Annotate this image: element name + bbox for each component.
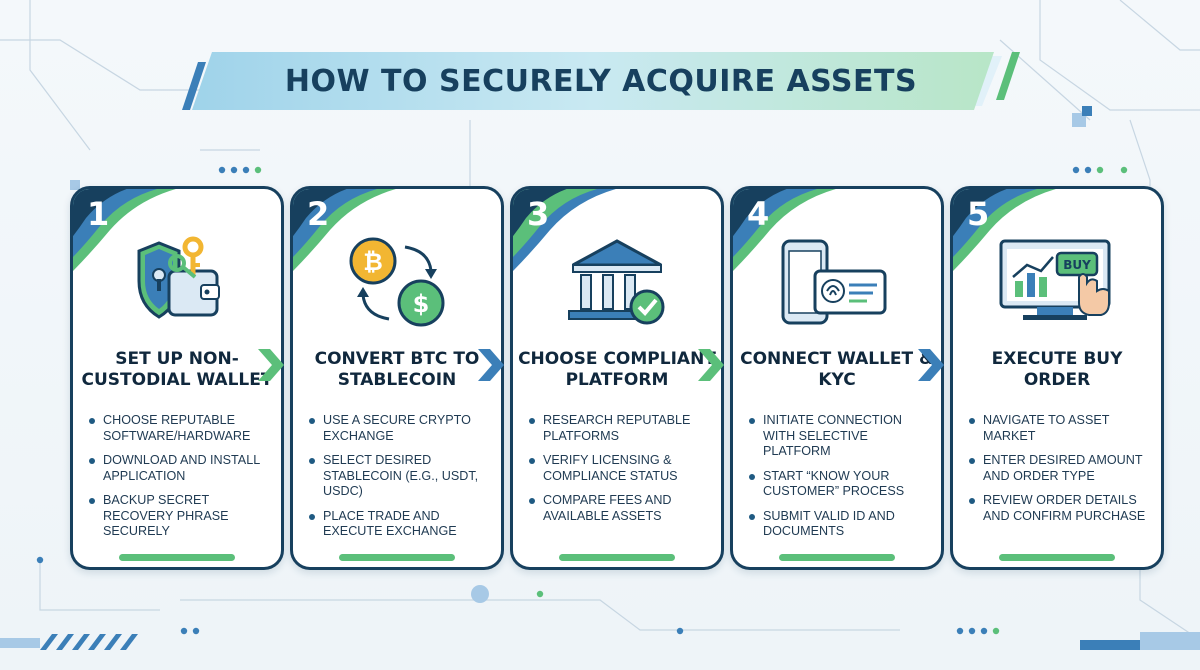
step-corner-decoration — [953, 189, 1057, 271]
step-accent-bar — [779, 554, 895, 561]
svg-text:$: $ — [413, 290, 430, 318]
svg-text:BUY: BUY — [1063, 258, 1091, 272]
step-corner-decoration — [293, 189, 397, 271]
svg-text:₿: ₿ — [363, 248, 383, 276]
step-bullet-list: NAVIGATE TO ASSET MARKET ENTER DESIRED AM… — [969, 413, 1155, 533]
step-arrow-icon — [698, 349, 724, 381]
step-bullet: DOWNLOAD AND INSTALL APPLICATION — [89, 453, 275, 484]
step-arrow-icon — [258, 349, 284, 381]
step-accent-bar — [999, 554, 1115, 561]
step-corner-decoration — [513, 189, 617, 271]
step-bullet-list: USE A SECURE CRYPTO EXCHANGE SELECT DESIR… — [309, 413, 495, 549]
step-number: 3 — [527, 195, 550, 233]
step-number: 1 — [87, 195, 110, 233]
step-accent-bar — [559, 554, 675, 561]
step-bullet: ENTER DESIRED AMOUNT AND ORDER TYPE — [969, 453, 1155, 484]
step-accent-bar — [119, 554, 235, 561]
bitcoin-dollar-exchange-icon: ₿ $ — [293, 233, 501, 333]
step-bullet: SUBMIT VALID ID AND DOCUMENTS — [749, 509, 935, 540]
step-bullet: PLACE TRADE AND EXECUTE EXCHANGE — [309, 509, 495, 540]
step-bullet-list: INITIATE CONNECTION WITH SELECTIVE PLATF… — [749, 413, 935, 549]
step-bullet: INITIATE CONNECTION WITH SELECTIVE PLATF… — [749, 413, 935, 460]
step-bullet: BACKUP SECRET RECOVERY PHRASE SECURELY — [89, 493, 275, 540]
step-title: CONNECT WALLET & KYC — [740, 349, 934, 390]
step-bullet: CHOOSE REPUTABLE SOFTWARE/HARDWARE — [89, 413, 275, 444]
step-arrow-icon — [478, 349, 504, 381]
step-number: 2 — [307, 195, 330, 233]
step-bullet: COMPARE FEES AND AVAILABLE ASSETS — [529, 493, 715, 524]
step-arrow-icon — [918, 349, 944, 381]
step-bullet: USE A SECURE CRYPTO EXCHANGE — [309, 413, 495, 444]
step-card-5: 5 BUY EXECUTE BUY ORDER NAVIGATE TO ASSE… — [950, 186, 1164, 570]
step-card-1: 1 SET UP NON-CUSTODIAL WALLET CHOOSE REP… — [70, 186, 284, 570]
step-bullet: START “KNOW YOUR CUSTOMER” PROCESS — [749, 469, 935, 500]
step-card-3: 3 CHOOSE COMPLIANT PLATFORM RESEARCH REP… — [510, 186, 724, 570]
page-title: HOW TO SECURELY ACQUIRE ASSETS — [284, 63, 918, 99]
title-banner: HOW TO SECURELY ACQUIRE ASSETS — [182, 48, 1020, 114]
step-bullet: SELECT DESIRED STABLECOIN (e.g., USDT, U… — [309, 453, 495, 500]
bank-checkmark-icon — [513, 233, 721, 333]
step-title: CONVERT BTC TO STABLECOIN — [314, 349, 480, 390]
step-corner-decoration — [733, 189, 837, 271]
step-card-2: 2 ₿ $ CONVERT BTC TO STABLECOIN USE A SE… — [290, 186, 504, 570]
step-bullet: RESEARCH REPUTABLE PLATFORMS — [529, 413, 715, 444]
step-bullet: REVIEW ORDER DETAILS AND CONFIRM PURCHAS… — [969, 493, 1155, 524]
step-bullet-list: RESEARCH REPUTABLE PLATFORMS VERIFY LICEN… — [529, 413, 715, 533]
step-bullet-list: CHOOSE REPUTABLE SOFTWARE/HARDWARE DOWNLO… — [89, 413, 275, 549]
step-bullet: VERIFY LICENSING & COMPLIANCE STATUS — [529, 453, 715, 484]
step-corner-decoration — [73, 189, 177, 271]
step-number: 4 — [747, 195, 770, 233]
step-title: CHOOSE COMPLIANT PLATFORM — [518, 349, 716, 390]
step-card-4: 4 CONNECT WALLET & KYC INITIATE CONNECTI… — [730, 186, 944, 570]
step-title: EXECUTE BUY ORDER — [991, 349, 1123, 390]
monitor-buy-button-icon: BUY — [953, 233, 1161, 333]
shield-wallet-keys-icon — [73, 233, 281, 333]
step-accent-bar — [339, 554, 455, 561]
step-bullet: NAVIGATE TO ASSET MARKET — [969, 413, 1155, 444]
step-title: SET UP NON-CUSTODIAL WALLET — [81, 349, 273, 390]
phone-id-fingerprint-icon — [733, 233, 941, 333]
step-number: 5 — [967, 195, 990, 233]
